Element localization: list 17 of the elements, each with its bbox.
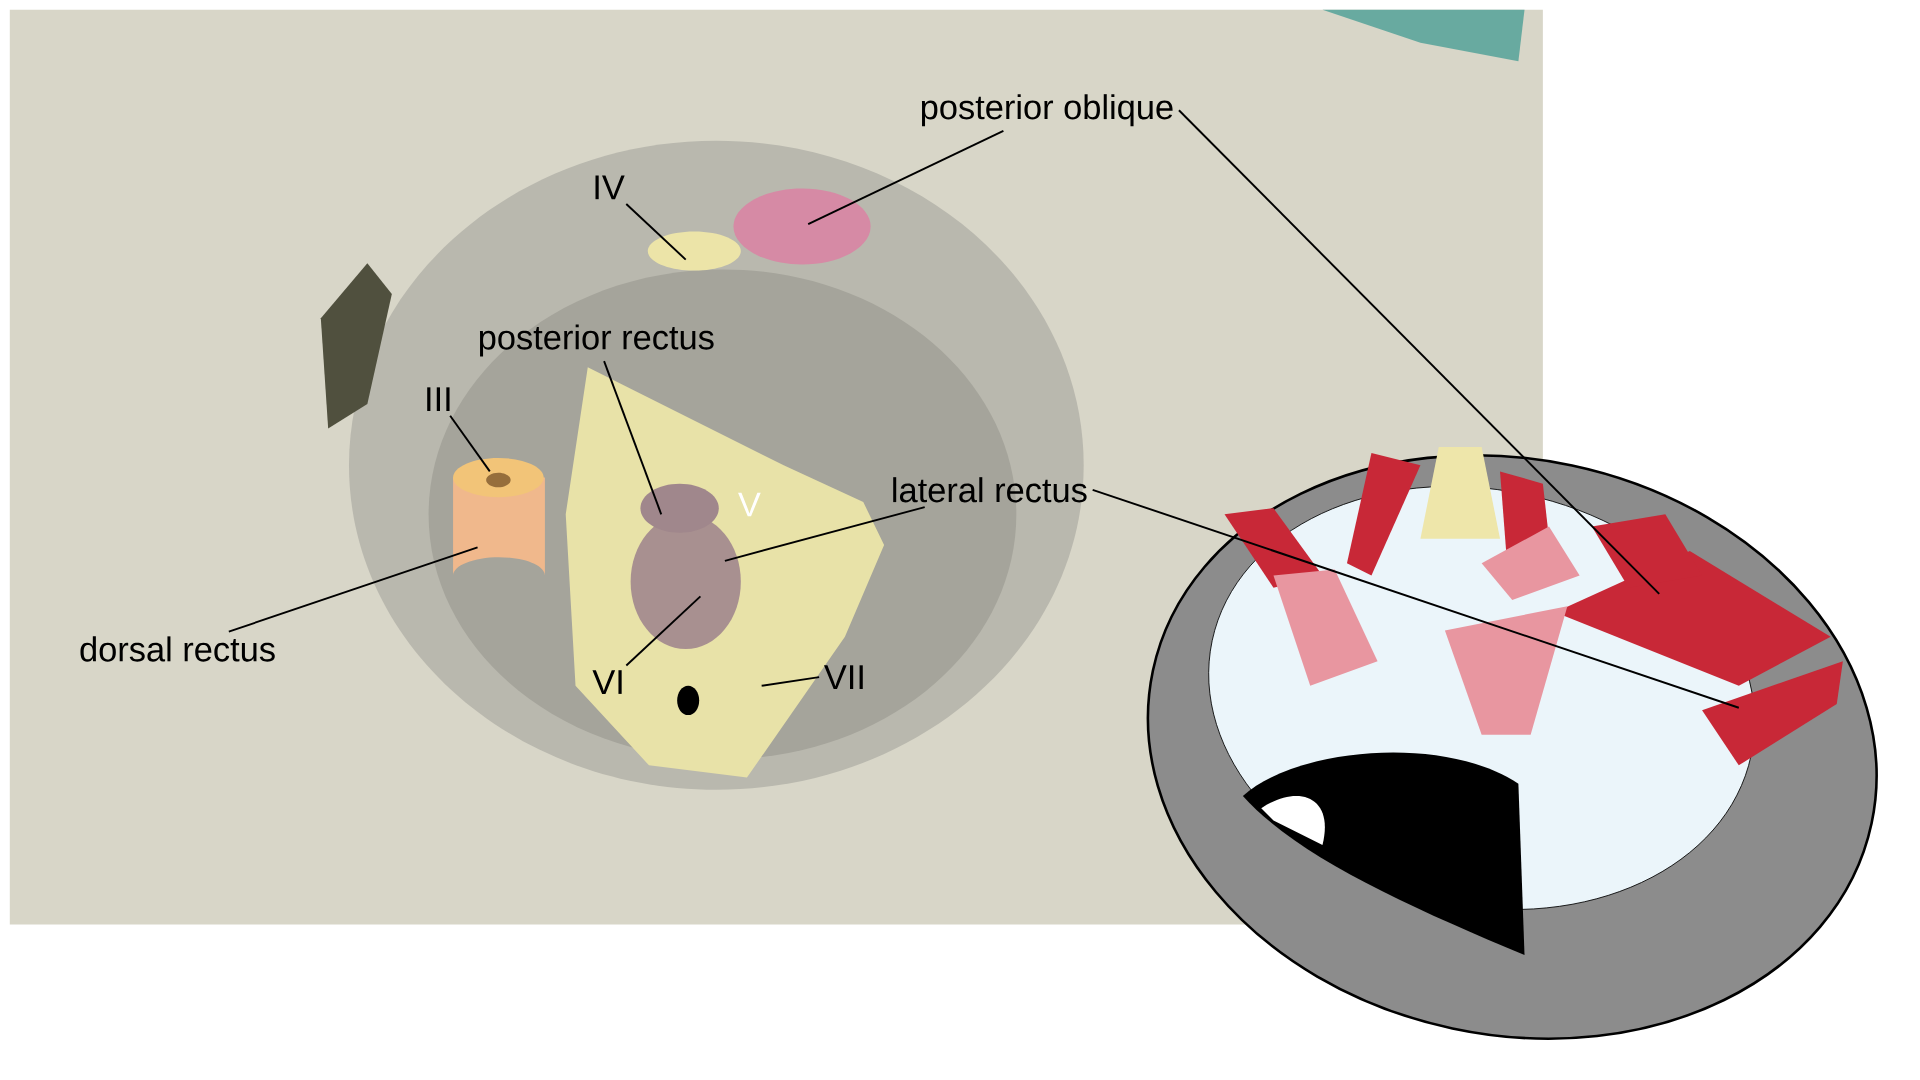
label-text: posterior oblique [921,94,1173,127]
label-text: lateral rectus [893,477,1087,503]
leader-line [227,546,479,633]
leader-line [807,130,1005,226]
label-text: IV [595,175,625,200]
label-text: VI [592,670,622,694]
leader-line [449,414,491,473]
leader-line [723,506,926,562]
label-text: III [427,387,450,412]
label-text: VII [824,665,863,689]
label-text: posterior rectus [479,324,714,357]
label-text: dorsal rectus [80,636,275,662]
leader-line [625,595,702,667]
leader-line [625,202,687,261]
leader-line [1091,488,1740,709]
leader-line [1177,109,1661,595]
part-label: V [738,492,761,517]
